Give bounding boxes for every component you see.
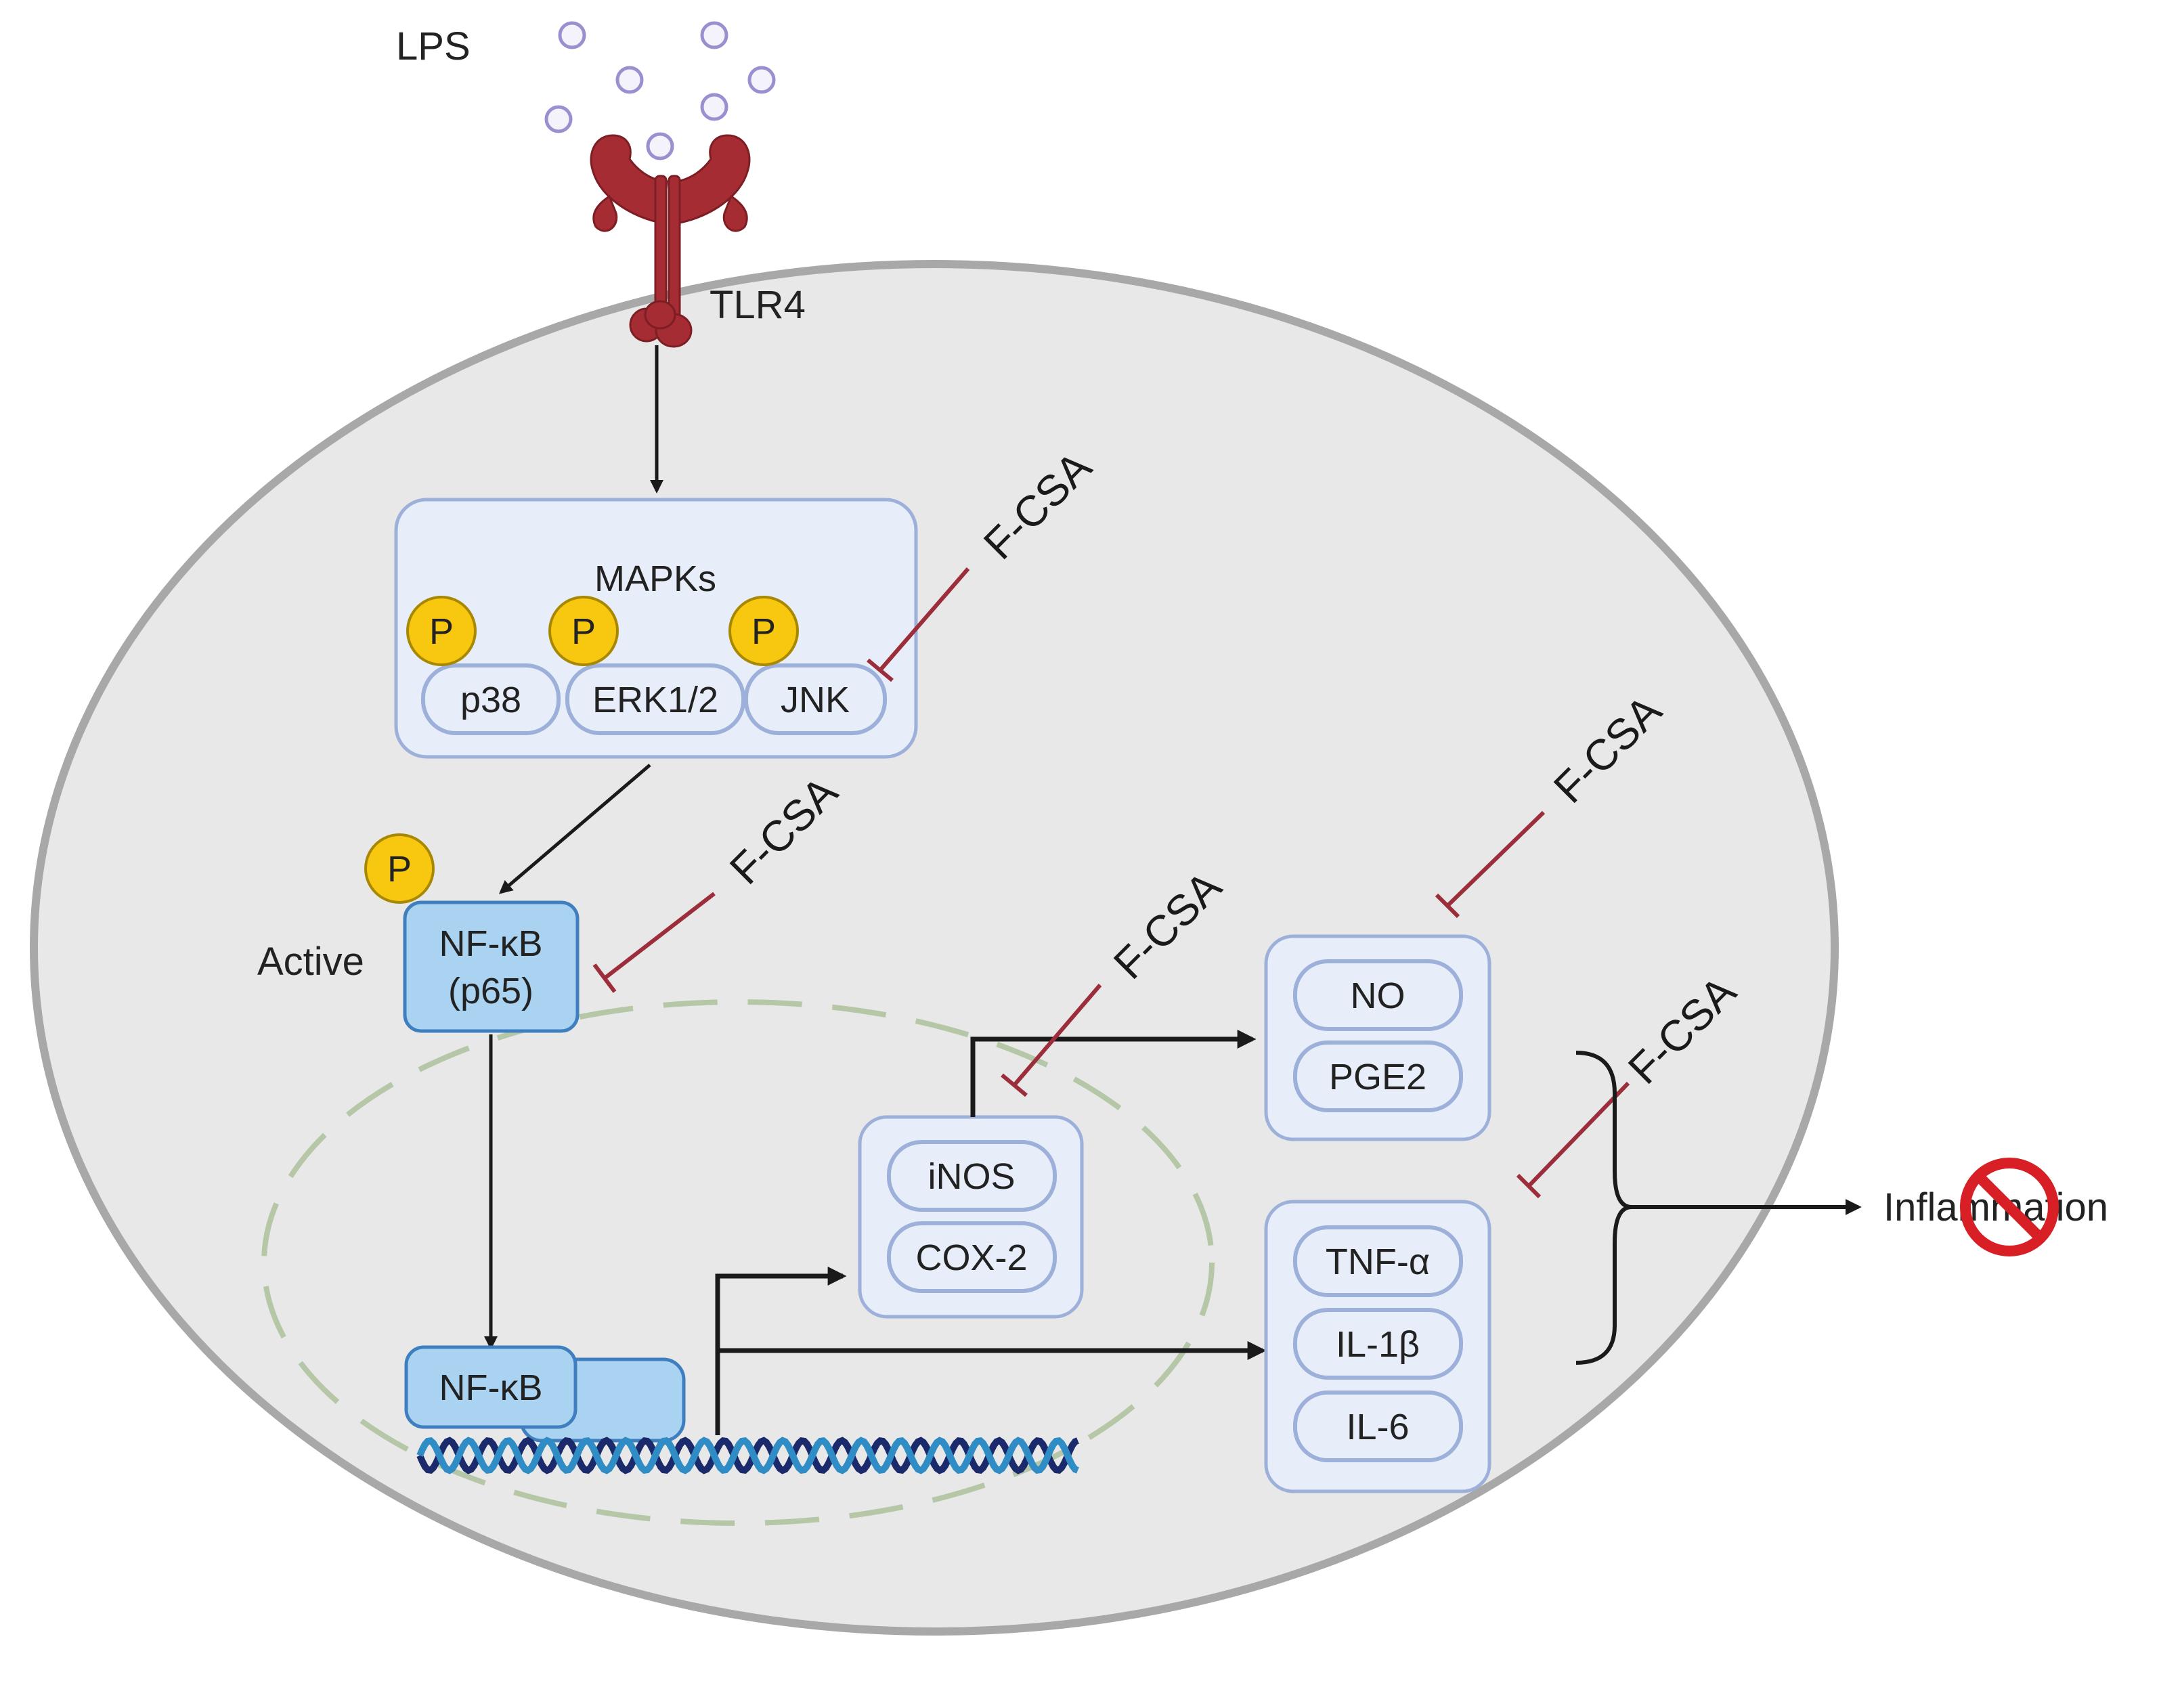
cytokine-label-il1b: IL-1β	[1336, 1324, 1420, 1365]
lps-particle	[558, 21, 586, 49]
kinase-label-p38: p38	[460, 680, 521, 720]
nfkb-nuclear-box	[404, 1345, 577, 1429]
active-state-label: Active	[257, 940, 364, 984]
kinase-label-erk: ERK1/2	[592, 680, 718, 720]
mediator-pill-no	[1293, 959, 1463, 1031]
nucleus-envelope	[261, 999, 1215, 1526]
lps-particle	[646, 132, 674, 160]
nfkb-p65-label-line2: (p65)	[448, 971, 533, 1011]
lps-particle	[700, 93, 728, 121]
lps-particle	[544, 105, 573, 133]
tlr4-receptor-icon	[590, 134, 751, 348]
nfkb-p65-box	[403, 900, 580, 1033]
lps-label: LPS	[396, 24, 471, 68]
cytokine-label-tnfa: TNF-α	[1326, 1242, 1430, 1282]
nfkb-p65-label-line1: NF-κB	[439, 923, 543, 964]
lps-particles	[544, 21, 776, 160]
kinase-pill-erk	[565, 663, 745, 735]
lps-particle	[747, 66, 776, 94]
kinase-pill-p38	[421, 663, 561, 735]
dna-helix-icon	[416, 1437, 1079, 1474]
inhibition-nfkb	[592, 892, 716, 993]
tlr4-label: TLR4	[710, 283, 806, 327]
enzyme-pill-cox2	[887, 1221, 1057, 1293]
arrow-to-enzymes	[715, 1267, 847, 1435]
mediator-label-no: NO	[1351, 976, 1405, 1016]
transcription-arrows	[715, 1267, 1267, 1435]
mapks-title: MAPKs	[594, 559, 716, 599]
inhibition-cytokines	[1516, 1081, 1630, 1199]
phospho-group-erk: P	[548, 596, 619, 666]
svg-text:P: P	[387, 849, 412, 890]
lps-particle	[700, 21, 728, 49]
svg-text:P: P	[429, 611, 454, 652]
inhibition-mapks	[867, 567, 970, 682]
prohibited-icon	[1960, 1158, 2059, 1256]
arrow-enzymes-to-mediators	[970, 1030, 1257, 1117]
enzyme-pill-inos	[887, 1140, 1057, 1212]
phospho-group-jnk: P	[728, 596, 799, 666]
cytokine-pill-tnfa	[1293, 1225, 1463, 1297]
enzyme-label-inos: iNOS	[928, 1156, 1015, 1197]
arrow-mapks-to-nfkb	[498, 764, 651, 894]
dna-strand-2	[416, 1437, 1079, 1474]
mediator-label-pge2: PGE2	[1329, 1057, 1426, 1097]
enzyme-label-cox2: COX-2	[915, 1238, 1027, 1278]
inhibition-enzymes	[1001, 984, 1102, 1097]
cytokine-pill-il6	[1293, 1391, 1463, 1462]
lps-particle	[615, 66, 644, 94]
svg-text:P: P	[571, 611, 596, 652]
kinase-label-jnk: JNK	[781, 680, 850, 720]
phospho-group-nfkb: P	[364, 833, 435, 904]
cytokine-label-il6: IL-6	[1346, 1407, 1409, 1447]
kinase-pill-jnk	[744, 663, 887, 735]
phospho-group-p38: P	[406, 596, 477, 666]
inhibition-mediators	[1435, 810, 1546, 919]
nfkb-nuclear-label: NF-κB	[439, 1367, 543, 1408]
svg-text:P: P	[751, 611, 776, 652]
cytokine-pill-il1b	[1293, 1308, 1463, 1380]
mediator-pill-pge2	[1293, 1041, 1463, 1112]
